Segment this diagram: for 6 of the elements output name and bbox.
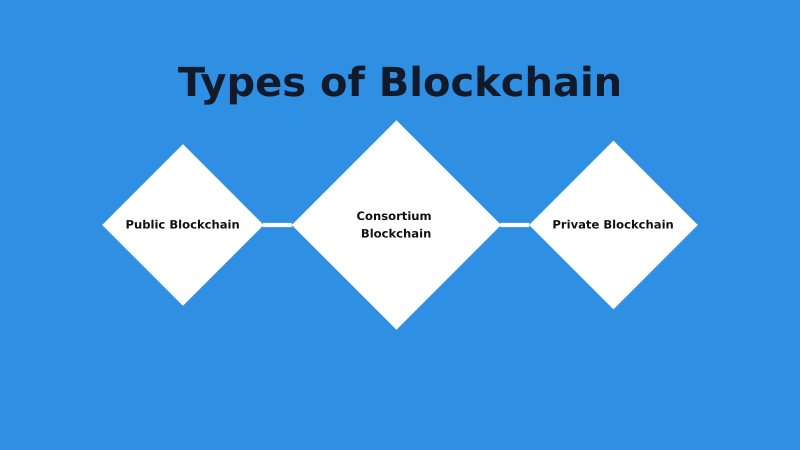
connector <box>262 222 292 228</box>
title: Types of Blockchain <box>176 60 624 106</box>
node-diamond: Consortium Blockchain <box>292 120 502 330</box>
node-diamond: Private Blockchain <box>529 140 698 310</box>
connector <box>500 222 530 228</box>
node-diamond: Public Blockchain <box>102 144 264 306</box>
